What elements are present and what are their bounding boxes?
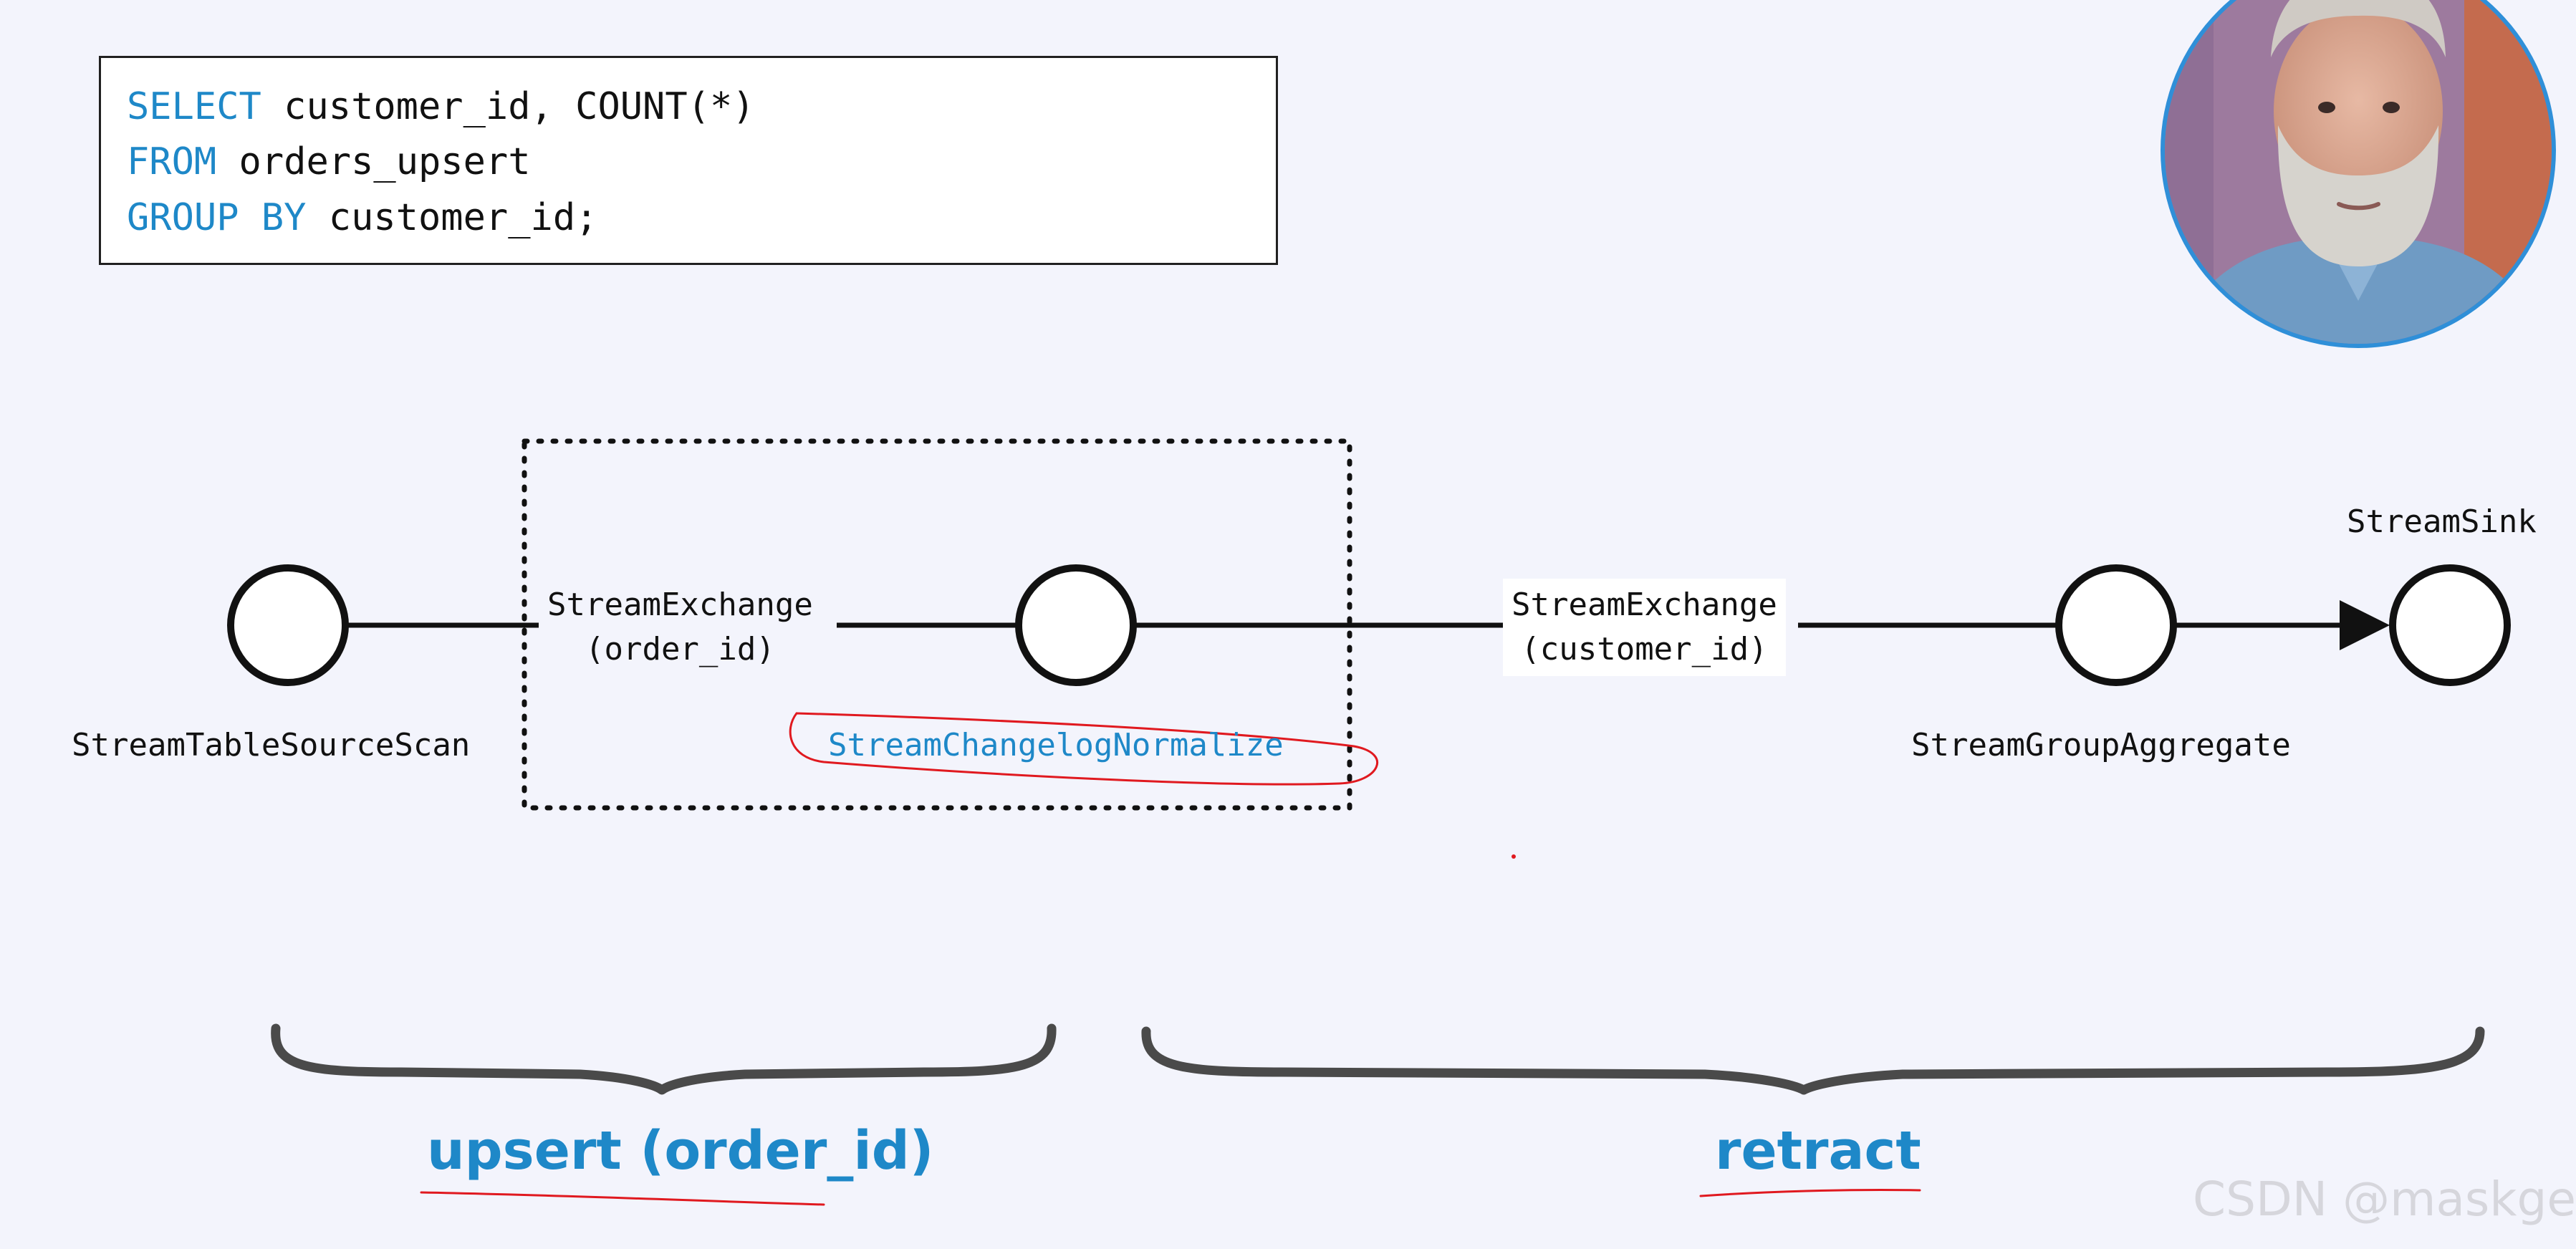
sink-node [2389,564,2511,686]
normalize-label: StreamChangelogNormalize [828,727,1284,763]
sql-code-box: SELECT customer_id, COUNT(*) FROM orders… [99,56,1278,265]
csdn-watermark: CSDN @maskge [2193,1172,2576,1227]
keyword-from: FROM [127,140,217,183]
exchange-order-id-title: StreamExchange [547,587,813,623]
keyword-group-by: GROUP BY [127,196,307,239]
annotation-underline-retract [1699,1188,1921,1197]
source-label: StreamTableSourceScan [72,727,471,763]
aggregate-node [2055,564,2177,686]
annotation-ellipse-normalize [789,712,1378,786]
code-from-rest: orders_upsert [216,140,531,183]
upsert-mode-label: upsert (order_id) [427,1120,934,1182]
keyword-select: SELECT [127,85,261,128]
annotation-dot [1512,854,1516,859]
source-node [227,564,349,686]
normalize-group-box [522,438,1352,811]
sink-label: StreamSink [2347,503,2537,540]
exchange-order-id-key: (order_id) [585,631,775,667]
presenter-avatar [2161,0,2556,348]
exchange-customer-id-title: StreamExchange [1512,587,1777,623]
upsert-brace [271,1023,1057,1095]
exchange-customer-id-key: (customer_id) [1521,631,1768,667]
normalize-node [1015,564,1137,686]
code-group-rest: customer_id; [306,196,598,239]
code-line-select: SELECT customer_id, COUNT(*) [127,85,755,128]
code-line-from: FROM orders_upsert [127,140,531,183]
annotation-underline-upsert [420,1191,825,1206]
code-line-group-by: GROUP BY customer_id; [127,196,597,239]
code-select-rest: customer_id, COUNT(*) [261,85,755,128]
aggregate-label: StreamGroupAggregate [1911,727,2291,763]
exchange-customer-id: StreamExchange (customer_id) [1503,579,1786,676]
retract-brace [1141,1026,2485,1095]
exchange-order-id: StreamExchange (order_id) [539,579,822,676]
retract-mode-label: retract [1715,1120,1921,1182]
